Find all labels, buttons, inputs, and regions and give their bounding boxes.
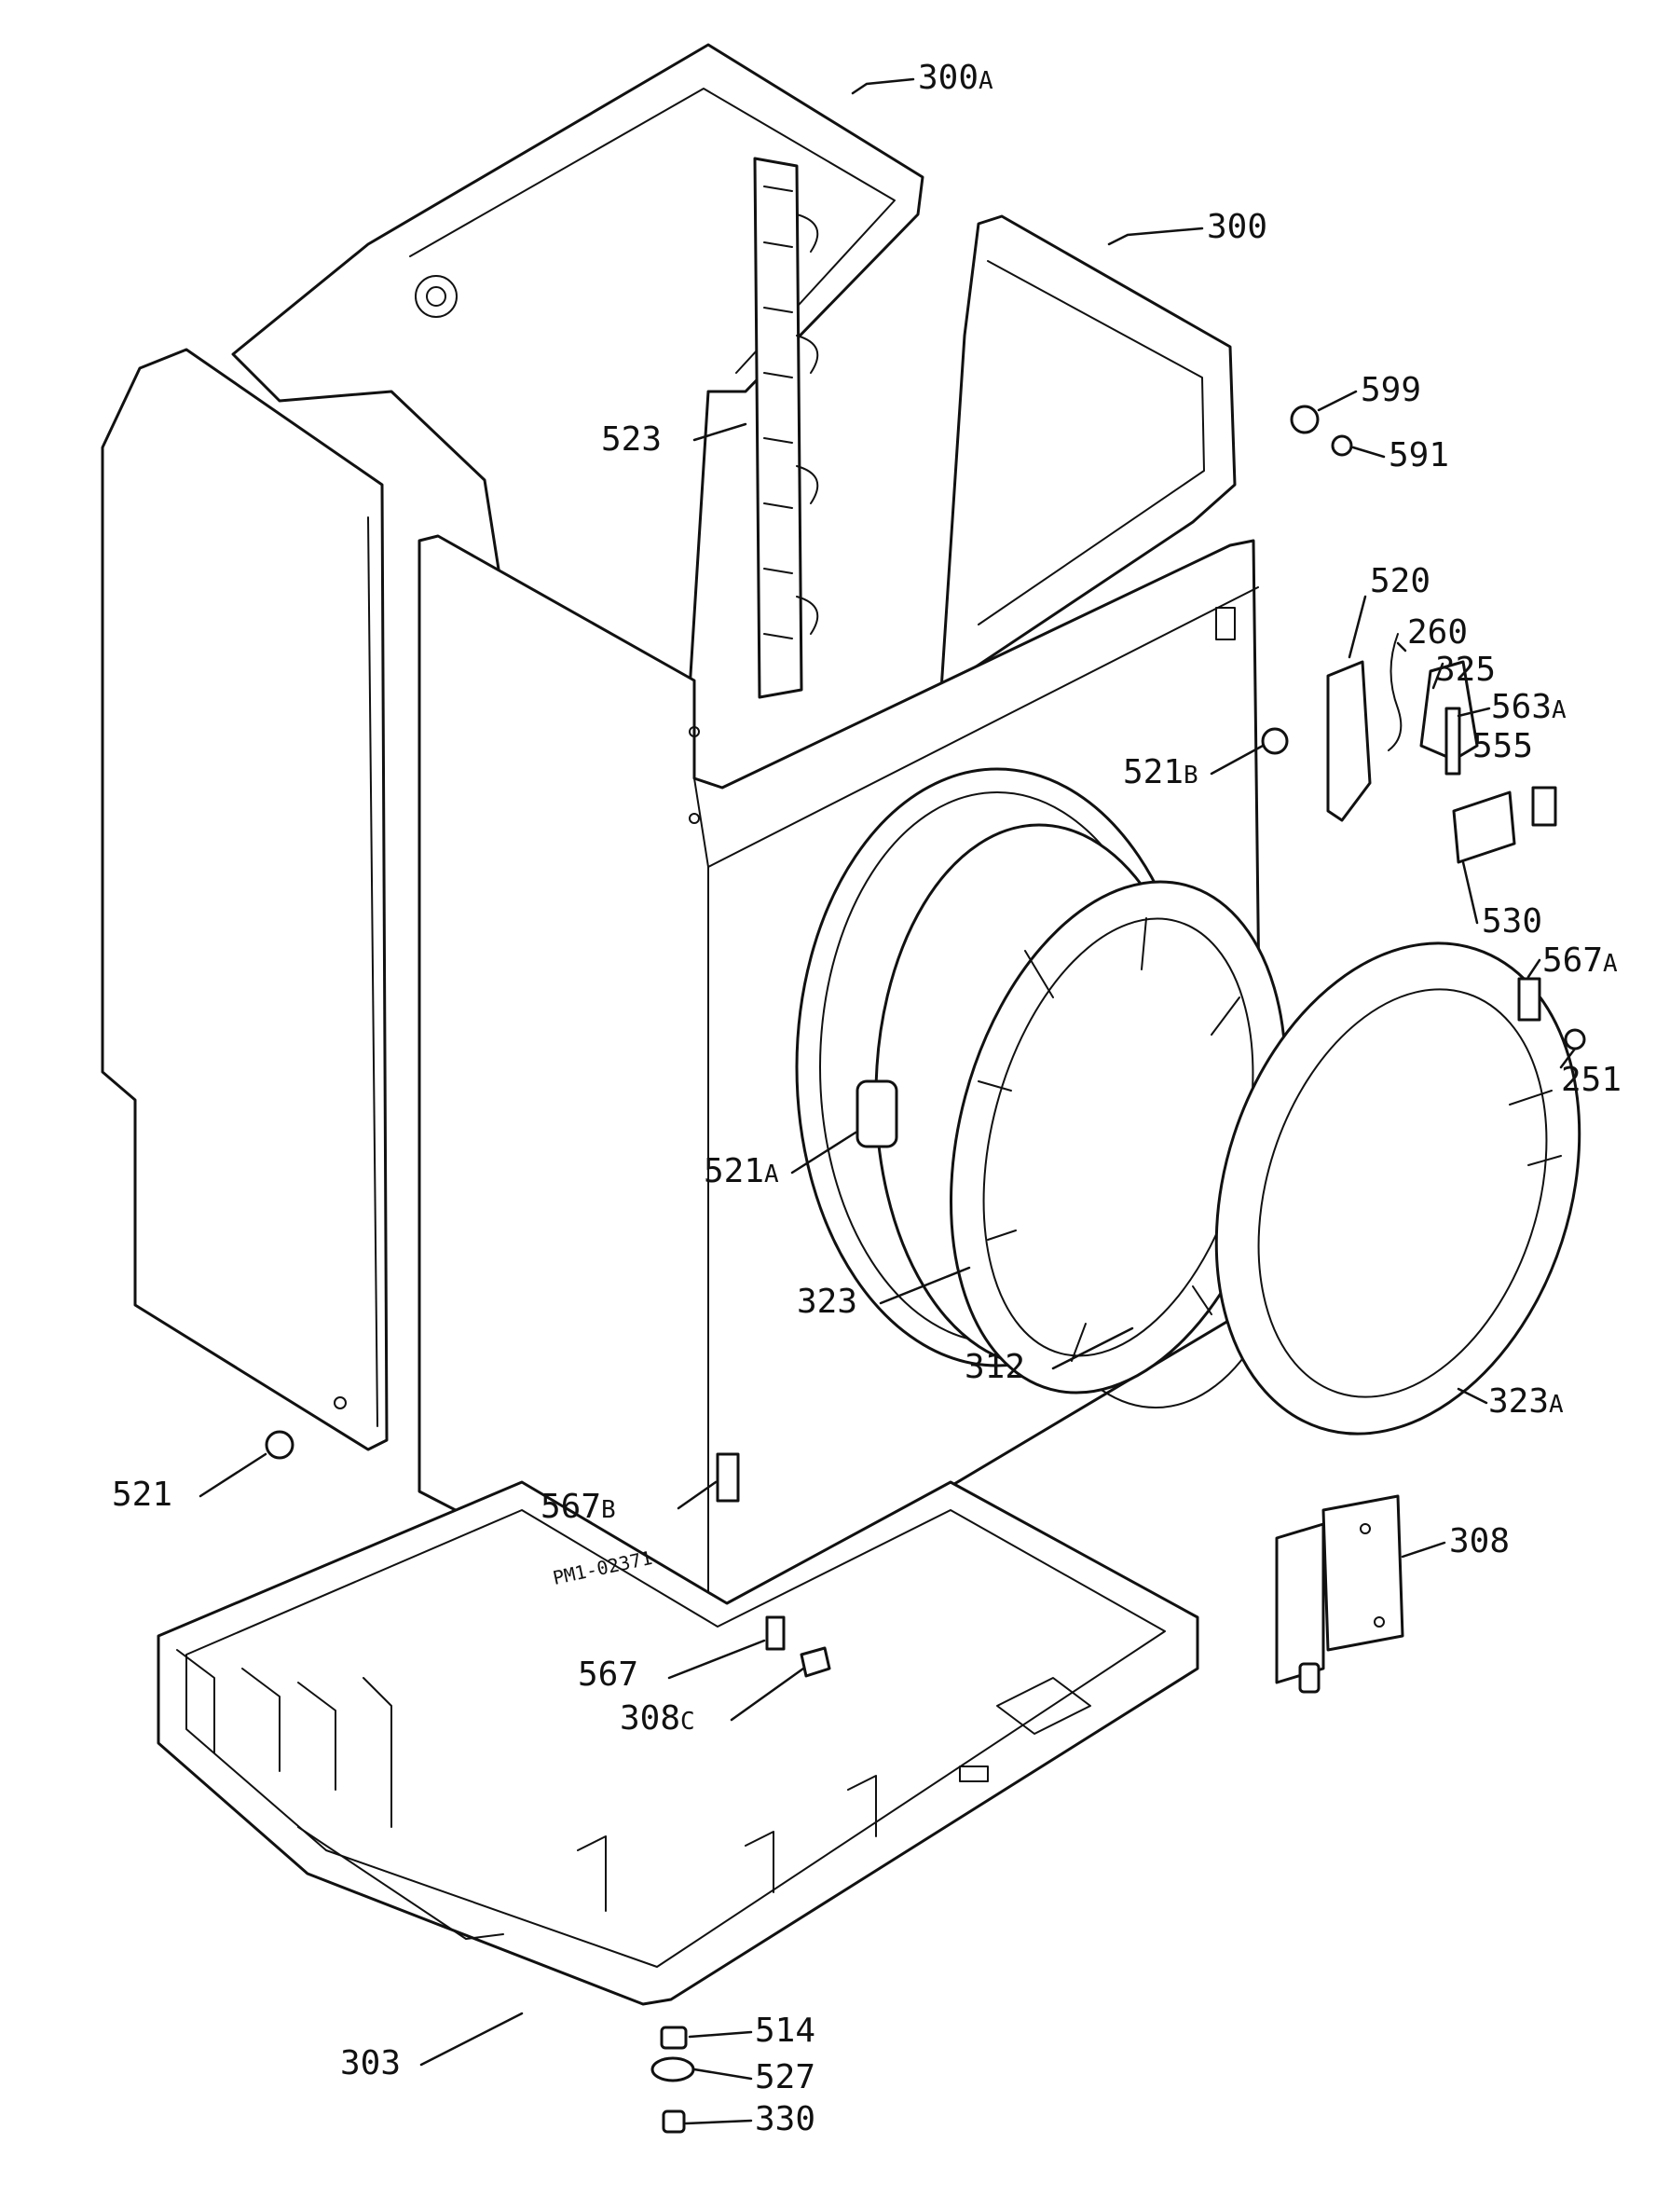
callout-leader <box>677 1480 718 1510</box>
callout-label: 521B <box>1123 753 1198 791</box>
callout-599: 599 <box>1317 371 1421 412</box>
callout-label: 527 <box>755 2058 815 2096</box>
callout-label: 599 <box>1361 371 1421 409</box>
callout-323: 323 <box>797 1266 971 1321</box>
callout-label: 300A <box>918 59 993 97</box>
callout-567a: 567A <box>1526 941 1618 980</box>
callout-leader <box>1526 958 1541 979</box>
callout-330: 330 <box>684 2100 815 2138</box>
callout-leader <box>419 2012 524 2067</box>
callout-591: 591 <box>1351 436 1449 474</box>
callout-308c: 308C <box>620 1667 805 1738</box>
callout-label: 521A <box>704 1152 779 1190</box>
callout-label: 523 <box>601 420 662 459</box>
callout-label: 325 <box>1435 651 1496 689</box>
callout-leader <box>1401 1541 1446 1559</box>
door-outer-ring <box>1214 941 1581 1436</box>
callout-label: 520 <box>1370 562 1430 600</box>
callout-label: 303 <box>340 2044 401 2082</box>
callout-leader <box>879 1266 971 1305</box>
callout-leader <box>1348 595 1367 659</box>
callout-323a: 323A <box>1457 1382 1564 1421</box>
small-hardware <box>265 1430 831 2134</box>
base-frame <box>157 1480 1199 2006</box>
callout-300: 300 <box>1107 208 1267 246</box>
callout-label: 521 <box>112 1476 172 1514</box>
callout-303: 303 <box>340 2012 524 2082</box>
callout-521: 521 <box>112 1452 267 1514</box>
callout-530: 530 <box>1461 860 1542 941</box>
callout-leader <box>667 1639 766 1680</box>
callout-leader <box>1051 1326 1134 1370</box>
callout-260: 260 <box>1396 613 1468 653</box>
callout-300a: 300A <box>851 59 993 97</box>
callout-label: 563A <box>1491 688 1567 726</box>
callout-label: 567B <box>541 1488 616 1526</box>
callout-label: 323A <box>1488 1382 1564 1421</box>
callout-521a: 521A <box>704 1131 857 1190</box>
callout-layer: 300A300599591523520260325563A555521B5305… <box>112 59 1622 2138</box>
callout-leader <box>1351 446 1386 459</box>
callout-label: 555 <box>1472 727 1533 765</box>
callout-leader <box>1457 1387 1488 1405</box>
callout-312: 312 <box>965 1326 1134 1386</box>
callout-523: 523 <box>601 420 747 459</box>
callout-leader <box>1107 227 1204 246</box>
callout-label: 514 <box>755 2012 815 2050</box>
callout-label: 567 <box>578 1656 638 1694</box>
callout-527: 527 <box>692 2058 815 2096</box>
callout-label: 260 <box>1407 613 1468 652</box>
callout-567: 567 <box>578 1639 766 1694</box>
callout-leader <box>1210 744 1265 776</box>
callout-leader <box>1396 641 1407 653</box>
callout-leader <box>730 1667 805 1722</box>
callout-leader <box>790 1131 857 1175</box>
callout-leader <box>1431 662 1444 690</box>
callout-label: 330 <box>755 2100 815 2138</box>
callout-leader <box>688 2030 753 2039</box>
callout-label: 591 <box>1389 436 1449 474</box>
rear-grille-panel <box>753 157 819 699</box>
callout-leader <box>1559 1047 1577 1069</box>
callout-leader <box>851 77 915 95</box>
callout-leader <box>1317 390 1358 412</box>
callout-leader <box>692 422 747 442</box>
callout-520: 520 <box>1348 562 1430 659</box>
callout-label: 312 <box>965 1348 1025 1386</box>
callout-325: 325 <box>1431 651 1496 690</box>
callout-label: 323 <box>797 1283 857 1321</box>
callout-label: 308C <box>620 1699 695 1738</box>
callout-label: 530 <box>1482 902 1542 941</box>
callout-leader <box>1461 860 1479 925</box>
callout-leader <box>692 2068 753 2081</box>
callout-567b: 567B <box>541 1480 718 1526</box>
callout-label: 300 <box>1207 208 1267 246</box>
callout-308: 308 <box>1401 1522 1510 1560</box>
right-side-frame <box>939 214 1237 692</box>
callout-leader <box>684 2119 753 2125</box>
callout-leader <box>1457 707 1491 718</box>
callout-label: 308 <box>1449 1522 1510 1560</box>
callout-514: 514 <box>688 2012 815 2050</box>
callout-leader <box>198 1452 267 1498</box>
door-hinge <box>1275 1494 1404 1694</box>
callout-555: 555 <box>1472 727 1533 765</box>
callout-563a: 563A <box>1457 688 1567 726</box>
callout-label: 567A <box>1542 941 1618 980</box>
callout-521b: 521B <box>1123 744 1265 791</box>
left-side-panel <box>101 348 389 1451</box>
callout-label: 251 <box>1561 1061 1622 1099</box>
callout-251: 251 <box>1559 1047 1622 1099</box>
